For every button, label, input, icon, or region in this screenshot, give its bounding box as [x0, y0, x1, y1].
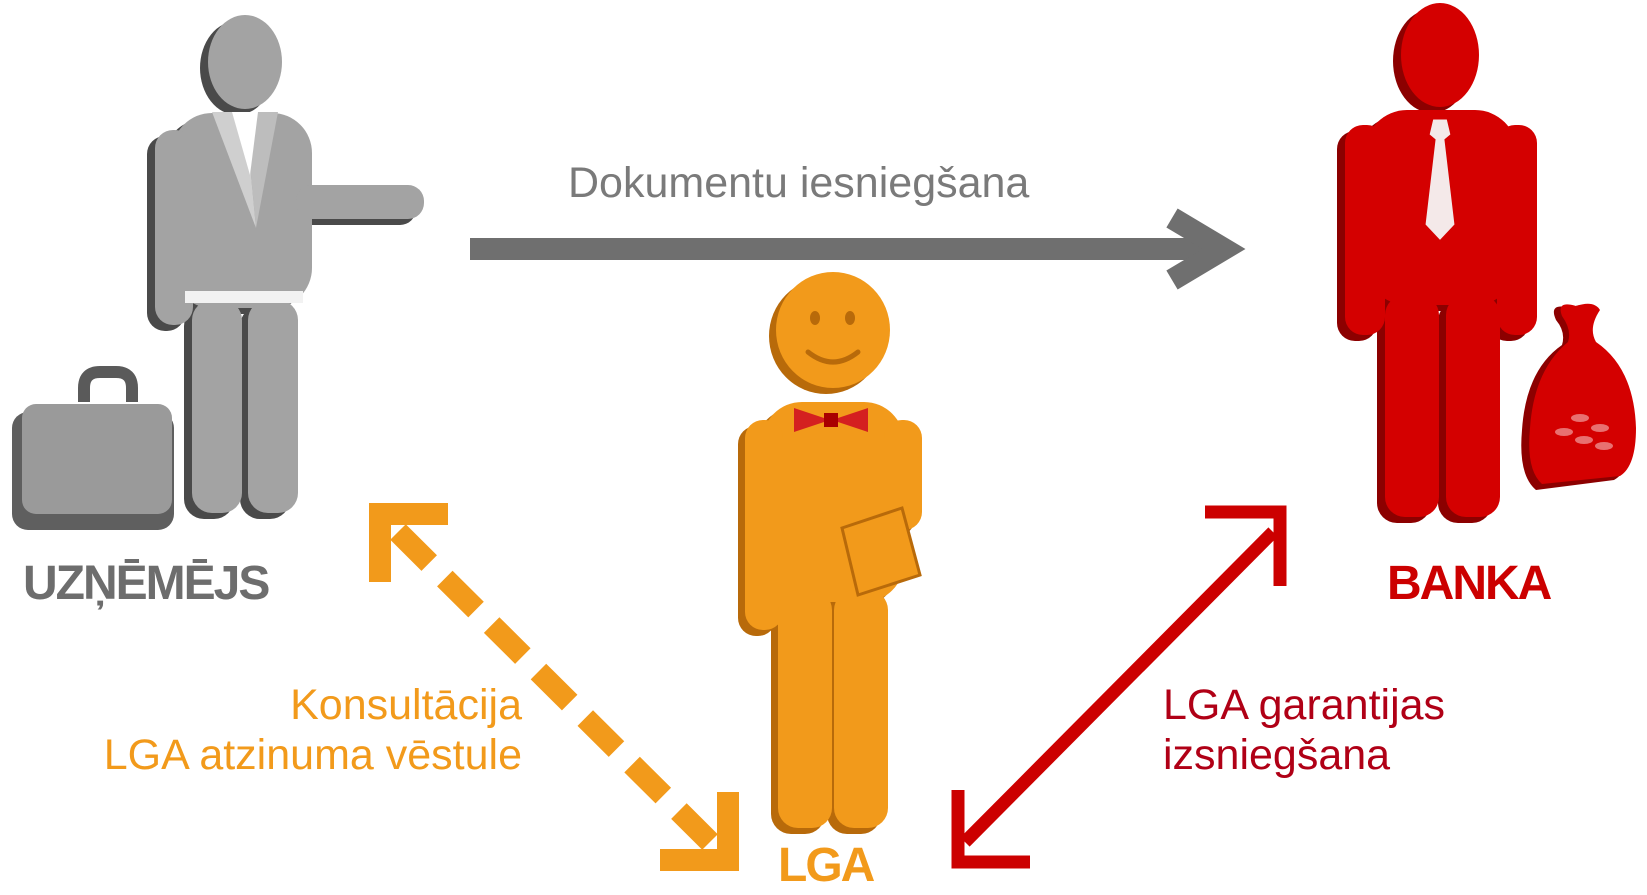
- lga-figure: [738, 272, 922, 834]
- bank-figure: [1337, 3, 1537, 523]
- consultation-line-1: Konsultācija: [290, 681, 522, 729]
- consultation-arrow: [369, 503, 739, 871]
- bank-label: BANKA: [1387, 557, 1552, 610]
- consultation-line-2: LGA atzinuma vēstule: [103, 731, 522, 779]
- consultation-flow-label: Konsultācija LGA atzinuma vēstule: [104, 680, 522, 780]
- briefcase-icon: [12, 366, 174, 530]
- guarantee-line-1: LGA garantijas: [1163, 681, 1446, 729]
- guarantee-arrow: [951, 505, 1287, 869]
- lga-label: LGA: [778, 839, 875, 892]
- documents-arrow: [470, 208, 1246, 290]
- entrepreneur-label: UZŅĒMĒJS: [23, 557, 270, 610]
- money-bag-icon: [1521, 303, 1636, 490]
- entrepreneur-figure: [147, 15, 424, 519]
- guarantee-line-2: izsniegšana: [1163, 731, 1391, 779]
- documents-flow-label: Dokumentu iesniegšana: [568, 159, 1030, 207]
- guarantee-flow-label: LGA garantijas izsniegšana: [1163, 680, 1445, 780]
